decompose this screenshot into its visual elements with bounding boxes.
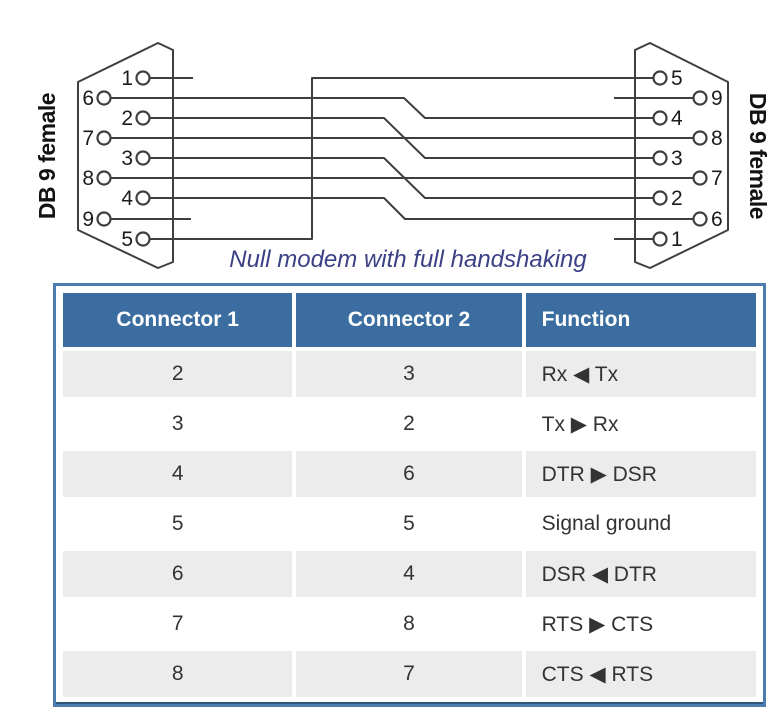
function-cell: Tx ▶ Rx bbox=[525, 401, 756, 447]
pin-label: 5 bbox=[121, 228, 133, 251]
pin-label: 3 bbox=[671, 147, 683, 170]
pin-label: 9 bbox=[82, 208, 94, 231]
connector2-pin: 6 bbox=[296, 451, 522, 497]
table-row: 2 3 Rx ◀ Tx bbox=[63, 351, 756, 397]
connector1-pin: 2 bbox=[63, 351, 293, 397]
pin-socket bbox=[692, 170, 708, 186]
connector2-pin: 5 bbox=[296, 501, 522, 547]
left-connector-type-label: DB 9 female bbox=[34, 93, 60, 219]
pin-socket bbox=[96, 211, 112, 227]
table-row: 5 5 Signal ground bbox=[63, 501, 756, 547]
connector1-pin: 7 bbox=[63, 601, 293, 647]
pin-socket bbox=[96, 130, 112, 146]
pin-socket bbox=[652, 190, 668, 206]
pin-label: 7 bbox=[82, 127, 94, 150]
pin-label: 6 bbox=[711, 208, 723, 231]
pin-label: 2 bbox=[671, 187, 683, 210]
connector2-pin: 2 bbox=[296, 401, 522, 447]
pin-socket bbox=[652, 150, 668, 166]
pin-socket bbox=[96, 90, 112, 106]
function-cell: DTR ▶ DSR bbox=[525, 451, 756, 497]
col-header-connector-1: Connector 1 bbox=[63, 293, 293, 347]
pin-socket bbox=[135, 190, 151, 206]
wires bbox=[111, 77, 693, 240]
pin-label: 8 bbox=[711, 127, 723, 150]
pin-socket bbox=[652, 70, 668, 86]
pin-socket bbox=[96, 170, 112, 186]
pin-socket bbox=[135, 231, 151, 247]
pin-socket bbox=[692, 211, 708, 227]
connector2-pin: 3 bbox=[296, 351, 522, 397]
connector2-pin: 4 bbox=[296, 551, 522, 597]
col-header-function: Function bbox=[525, 293, 756, 347]
pinout-table: Connector 1 Connector 2 Function 2 3 Rx … bbox=[59, 289, 760, 701]
pin-socket bbox=[135, 110, 151, 126]
function-cell: Rx ◀ Tx bbox=[525, 351, 756, 397]
connector2-pin: 7 bbox=[296, 651, 522, 697]
connector1-pin: 3 bbox=[63, 401, 293, 447]
pin-label: 3 bbox=[121, 147, 133, 170]
table-row: 7 8 RTS ▶ CTS bbox=[63, 601, 756, 647]
pin-label: 2 bbox=[121, 107, 133, 130]
pin-label: 7 bbox=[711, 167, 723, 190]
db9-right-pins: 5 9 4 8 3 7 2 6 1 bbox=[652, 67, 723, 251]
function-cell: CTS ◀ RTS bbox=[525, 651, 756, 697]
function-cell: RTS ▶ CTS bbox=[525, 601, 756, 647]
table-header-row: Connector 1 Connector 2 Function bbox=[63, 293, 756, 347]
connector1-pin: 5 bbox=[63, 501, 293, 547]
wire-6-to-4 bbox=[111, 97, 653, 119]
pin-socket bbox=[135, 150, 151, 166]
db9-left-pins: 1 6 2 7 3 8 4 9 5 bbox=[82, 67, 151, 251]
pinout-table-frame: Connector 1 Connector 2 Function 2 3 Rx … bbox=[53, 283, 766, 707]
pin-label: 1 bbox=[121, 67, 133, 90]
pin-socket bbox=[135, 70, 151, 86]
wire-4-to-6 bbox=[150, 197, 693, 220]
connector1-pin: 4 bbox=[63, 451, 293, 497]
pin-label: 9 bbox=[711, 87, 723, 110]
table-row: 3 2 Tx ▶ Rx bbox=[63, 401, 756, 447]
pin-label: 8 bbox=[82, 167, 94, 190]
col-header-connector-2: Connector 2 bbox=[296, 293, 522, 347]
pin-socket bbox=[652, 231, 668, 247]
function-cell: Signal ground bbox=[525, 501, 756, 547]
connector1-pin: 6 bbox=[63, 551, 293, 597]
function-cell: DSR ◀ DTR bbox=[525, 551, 756, 597]
connector2-pin: 8 bbox=[296, 601, 522, 647]
right-connector-type-label: DB 9 female bbox=[745, 93, 771, 219]
pin-label: 1 bbox=[671, 228, 683, 251]
pin-label: 5 bbox=[671, 67, 683, 90]
pin-socket bbox=[692, 130, 708, 146]
pin-label: 4 bbox=[671, 107, 683, 130]
table-row: 6 4 DSR ◀ DTR bbox=[63, 551, 756, 597]
pin-label: 6 bbox=[82, 87, 94, 110]
table-row: 4 6 DTR ▶ DSR bbox=[63, 451, 756, 497]
pin-socket bbox=[652, 110, 668, 126]
diagram-caption: Null modem with full handshaking bbox=[229, 246, 587, 273]
null-modem-wiring-diagram: 1 6 2 7 3 8 4 9 5 5 9 4 8 3 7 2 bbox=[34, 42, 771, 273]
pin-label: 4 bbox=[121, 187, 133, 210]
pin-socket bbox=[692, 90, 708, 106]
table-row: 8 7 CTS ◀ RTS bbox=[63, 651, 756, 697]
connector1-pin: 8 bbox=[63, 651, 293, 697]
